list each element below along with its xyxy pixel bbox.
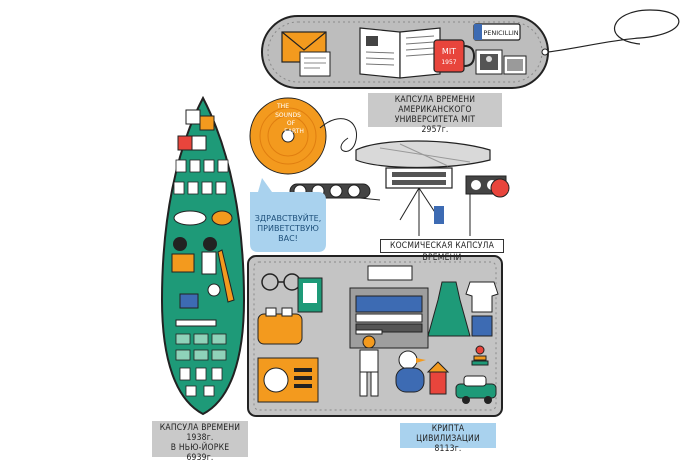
ny-label-year: 6939г. (186, 453, 214, 463)
mit-label-line1: КАПСУЛА ВРЕМЕНИ (394, 95, 476, 105)
dress-icon (427, 281, 471, 337)
voyager-probe-icon (289, 140, 510, 236)
speech-bubble (250, 178, 326, 252)
ny-label-line1: КАПСУЛА ВРЕМЕНИ 1938г. (159, 423, 241, 443)
record-text-2: SOUNDS (275, 112, 301, 119)
toy-blocks-icon (177, 109, 215, 151)
toothpaste-icon (297, 277, 323, 313)
photo-frames-icon (475, 49, 527, 75)
mit-label-year: 2957г. (421, 125, 449, 135)
ny-label-line2: В НЬЮ-ЙОРКЕ (170, 443, 230, 453)
mit-capsule-label: КАПСУЛА ВРЕМЕНИ АМЕРИКАНСКОГО УНИВЕРСИТЕ… (368, 93, 502, 135)
baseball-bat-icon (217, 249, 235, 303)
mug-text: MIT (442, 47, 456, 56)
bubble-line2: ПРИВЕТСТВУЮ ВАС! (257, 224, 319, 243)
penicillin-bottle-icon: PENICILLIN (473, 23, 521, 41)
mit-label-line2: АМЕРИКАНСКОГО УНИВЕРСИТЕТА MIT (394, 105, 476, 125)
typewriter-icon (355, 295, 423, 333)
mug-year: 1957 (441, 59, 456, 66)
cowboy-figure-icon (355, 329, 383, 397)
duck-toy-icon (395, 350, 426, 393)
crypt-label-line1: КРИПТА ЦИВИЛИЗАЦИИ (416, 424, 480, 444)
toy-car-icon (455, 375, 497, 404)
shirt-icon (465, 281, 499, 337)
space-label-text: КОСМИЧЕСКАЯ КАПСУЛА ВРЕМЕНИ (389, 241, 495, 263)
penicillin-label: PENICILLIN (483, 29, 518, 37)
mit-capsule: MIT 1957 PENICILLIN (261, 9, 680, 89)
record-text-4: EARTH (284, 128, 304, 135)
golden-record-icon: THE SOUNDS OF EARTH (249, 97, 357, 175)
record-text-3: OF (287, 120, 296, 127)
ny-capsule (160, 95, 246, 416)
space-capsule-label: КОСМИЧЕСКАЯ КАПСУЛА ВРЕМЕНИ (380, 239, 504, 263)
speech-bubble-text: ЗДРАВСТВУЙТЕ, ПРИВЕТСТВУЮ ВАС! (250, 214, 326, 244)
toaster-icon (257, 307, 303, 345)
bubble-line1: ЗДРАВСТВУЙТЕ, (254, 214, 322, 223)
record-text-1: THE (276, 103, 289, 110)
mit-mug-icon: MIT 1957 (433, 39, 476, 73)
crypt-capsule (247, 255, 503, 417)
crypt-label-year: 8113г. (434, 444, 462, 454)
crypt-label: КРИПТА ЦИВИЛИЗАЦИИ 8113г. (400, 423, 496, 454)
radio-icon (257, 357, 319, 403)
open-book-icon (359, 27, 441, 79)
ny-capsule-label: КАПСУЛА ВРЕМЕНИ 1938г. В НЬЮ-ЙОРКЕ 6939г… (152, 421, 248, 463)
